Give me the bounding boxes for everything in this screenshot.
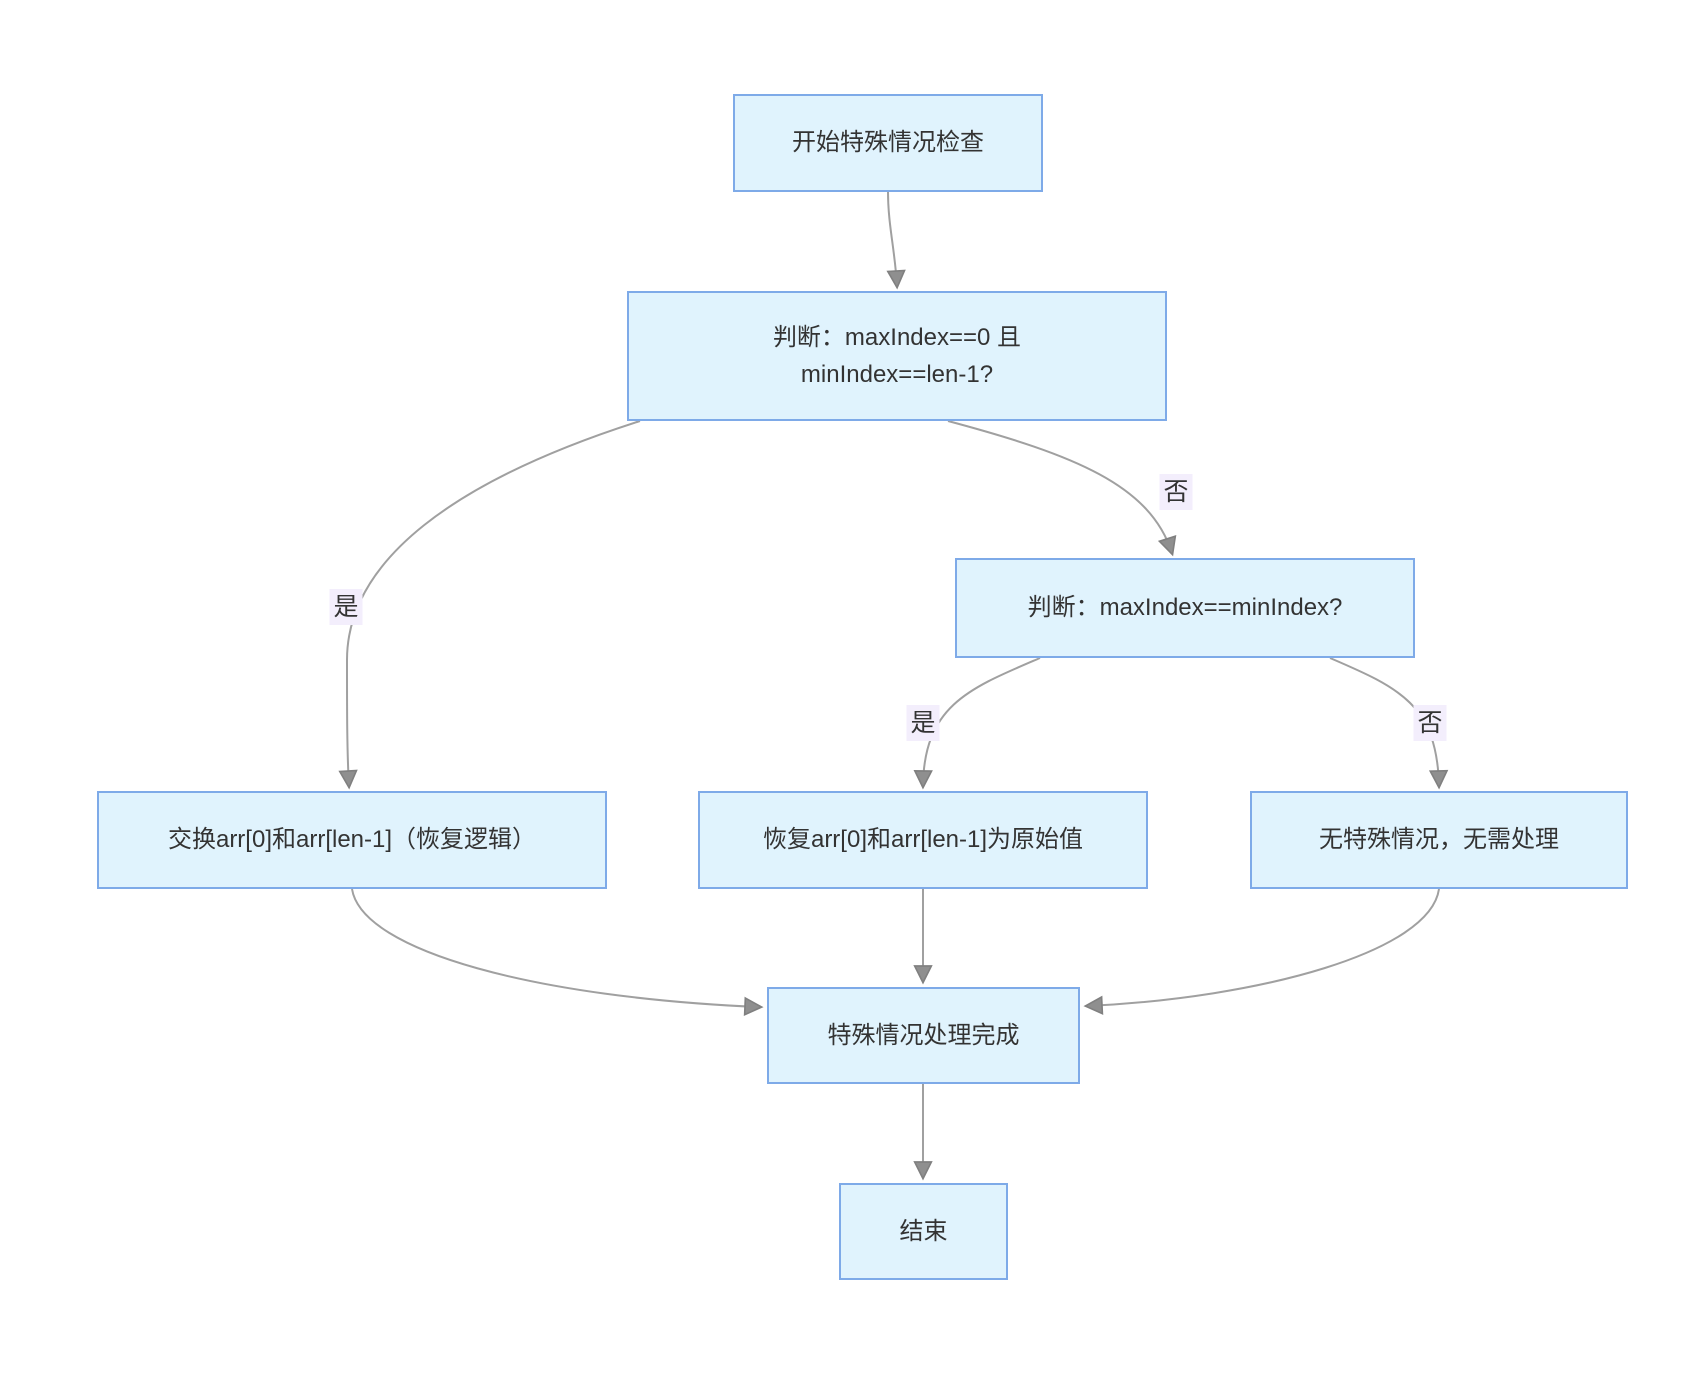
node-swap-restore-label: 交换arr[0]和arr[len-1]（恢复逻辑） xyxy=(167,826,537,854)
edge-start-to-check-special xyxy=(886,191,906,290)
node-start: 开始特殊情况检查 xyxy=(733,94,1043,192)
node-check-equal: 判断：maxIndex==minIndex? xyxy=(955,558,1415,658)
node-handled: 特殊情况处理完成 xyxy=(767,987,1080,1084)
edge-label-no-1: 否 xyxy=(1159,474,1193,510)
node-start-label: 开始特殊情况检查 xyxy=(792,129,984,157)
edge-label-yes-1: 是 xyxy=(329,589,363,625)
node-restore-original-label: 恢复arr[0]和arr[len-1]为原始值 xyxy=(762,826,1084,854)
node-no-special: 无特殊情况，无需处理 xyxy=(1250,791,1628,889)
edge-check-special-yes-to-swap xyxy=(338,420,641,790)
node-swap-restore: 交换arr[0]和arr[len-1]（恢复逻辑） xyxy=(97,791,607,889)
edge-check-equal-yes-to-restore xyxy=(913,657,1041,790)
node-check-special-line2: minIndex==len-1? xyxy=(800,361,994,388)
node-restore-original: 恢复arr[0]和arr[len-1]为原始值 xyxy=(698,791,1148,889)
edge-label-no-2: 否 xyxy=(1413,705,1447,741)
edge-label-yes-2: 是 xyxy=(906,705,940,741)
edge-swap-to-handled xyxy=(351,888,764,1017)
node-check-equal-label: 判断：maxIndex==minIndex? xyxy=(1027,594,1343,622)
edge-check-equal-no-to-no-special xyxy=(1329,657,1449,790)
edge-no-special-to-handled xyxy=(1083,888,1440,1015)
node-check-special-line1: 判断：maxIndex==0 且 xyxy=(772,323,1022,351)
node-no-special-label: 无特殊情况，无需处理 xyxy=(1319,826,1559,854)
node-end: 结束 xyxy=(839,1183,1008,1280)
node-end-label: 结束 xyxy=(899,1217,948,1245)
node-check-special: 判断：maxIndex==0 且 minIndex==len-1? xyxy=(627,291,1167,421)
node-handled-label: 特殊情况处理完成 xyxy=(827,1021,1020,1049)
edge-check-special-no-to-check-equal xyxy=(947,420,1177,557)
